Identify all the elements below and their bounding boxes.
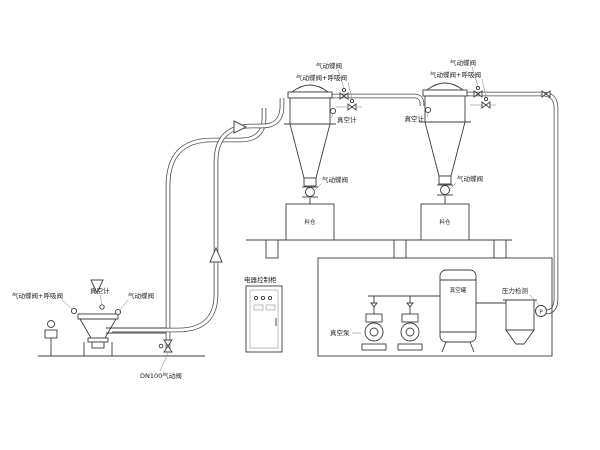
control-cabinet: 电器控制柜 [244, 275, 283, 353]
cyclone1-valve-top-label: 气动蝶阀 [316, 61, 342, 70]
lid-dome [425, 82, 465, 91]
platform [246, 239, 512, 259]
bin-box [285, 203, 335, 241]
top-butterfly-valve-icon [473, 85, 483, 98]
lid-flange [422, 89, 468, 97]
bin-label: 料仓 [439, 218, 451, 226]
pipe-vacuum-drop [467, 91, 559, 315]
flow-arrow-right [233, 120, 248, 134]
body [289, 97, 331, 125]
lid-dome [290, 84, 330, 93]
feed-station [38, 304, 205, 357]
vacuum-tank: 真空罐 [439, 269, 477, 353]
platform-leg [393, 239, 407, 259]
cone [289, 123, 331, 179]
breather-valve-icon [481, 96, 491, 109]
flow-arrow-up [209, 246, 223, 263]
neck [438, 175, 452, 185]
side-valve-icon [47, 320, 55, 328]
vacuum-gauge-icon [99, 304, 105, 310]
vacuum-gauge-icon [329, 107, 337, 115]
cyclone2-valve-top-label: 气动蝶阀 [450, 58, 476, 67]
cabinet-label: 电器控制柜 [244, 275, 277, 284]
filter-separator: P [503, 299, 547, 345]
platform-leg [493, 239, 507, 259]
cyclone1-gauge-label: 真空计 [337, 115, 357, 124]
neck [303, 177, 317, 187]
cyclone1-breather-label: 气动蝶阀+呼吸阀 [296, 73, 347, 82]
bin-box [420, 203, 470, 241]
cyclone-receiver-1: 料仓 [284, 84, 362, 241]
bin-label: 料仓 [304, 218, 316, 226]
dn100-valve-label: DN100气动阀 [140, 371, 182, 380]
feeder-gauge-label: 真空计 [90, 286, 110, 295]
vacuum-pump-2 [397, 313, 423, 351]
platform-leg [265, 239, 279, 259]
hopper-cone [79, 318, 117, 339]
pressure-gauge-letter: P [539, 310, 543, 316]
cyclone-receiver-2: 料仓 [419, 82, 551, 241]
pump-room: 真空罐 P 真空泵 压力检测 [317, 257, 553, 357]
cyclone2-breather-label: 气动蝶阀+呼吸阀 [430, 70, 481, 79]
feeder-breather-label: 气动蝶阀+呼吸阀 [12, 291, 63, 300]
lid-flange [287, 91, 333, 99]
body [424, 95, 466, 123]
cyclone1-valve-bottom-label: 气动蝶阀 [322, 175, 348, 184]
hopper-flange [77, 313, 119, 320]
discharge-valve-icon [305, 187, 315, 197]
check-valve-icon [406, 302, 414, 308]
butterfly-valve-icon [114, 308, 122, 316]
vacuum-pump-label: 真空泵 [330, 328, 350, 337]
vacuum-gauge-icon [424, 106, 432, 114]
feed-arrow-down [90, 279, 104, 295]
pressure-gauge-icon [535, 305, 547, 317]
line-valve-icon [541, 90, 551, 98]
top-butterfly-valve-icon [339, 87, 349, 100]
feeder-valve-label: 气动蝶阀 [128, 291, 154, 300]
room-outline [317, 257, 553, 357]
vacuum-pump-1 [361, 313, 387, 351]
breather-valve-icon [70, 307, 78, 315]
dn100-valve-icon [158, 339, 173, 353]
breather-valve-icon [347, 98, 357, 111]
cyclone2-valve-bottom-label: 气动蝶阀 [457, 174, 483, 183]
check-valve-icon [370, 302, 378, 308]
pressure-detect-label: 压力检测 [502, 286, 529, 295]
cyclone2-gauge-label: 真空计 [405, 114, 425, 123]
cone [424, 121, 466, 177]
discharge-valve-icon [440, 185, 450, 195]
tank-label: 真空罐 [450, 286, 467, 294]
